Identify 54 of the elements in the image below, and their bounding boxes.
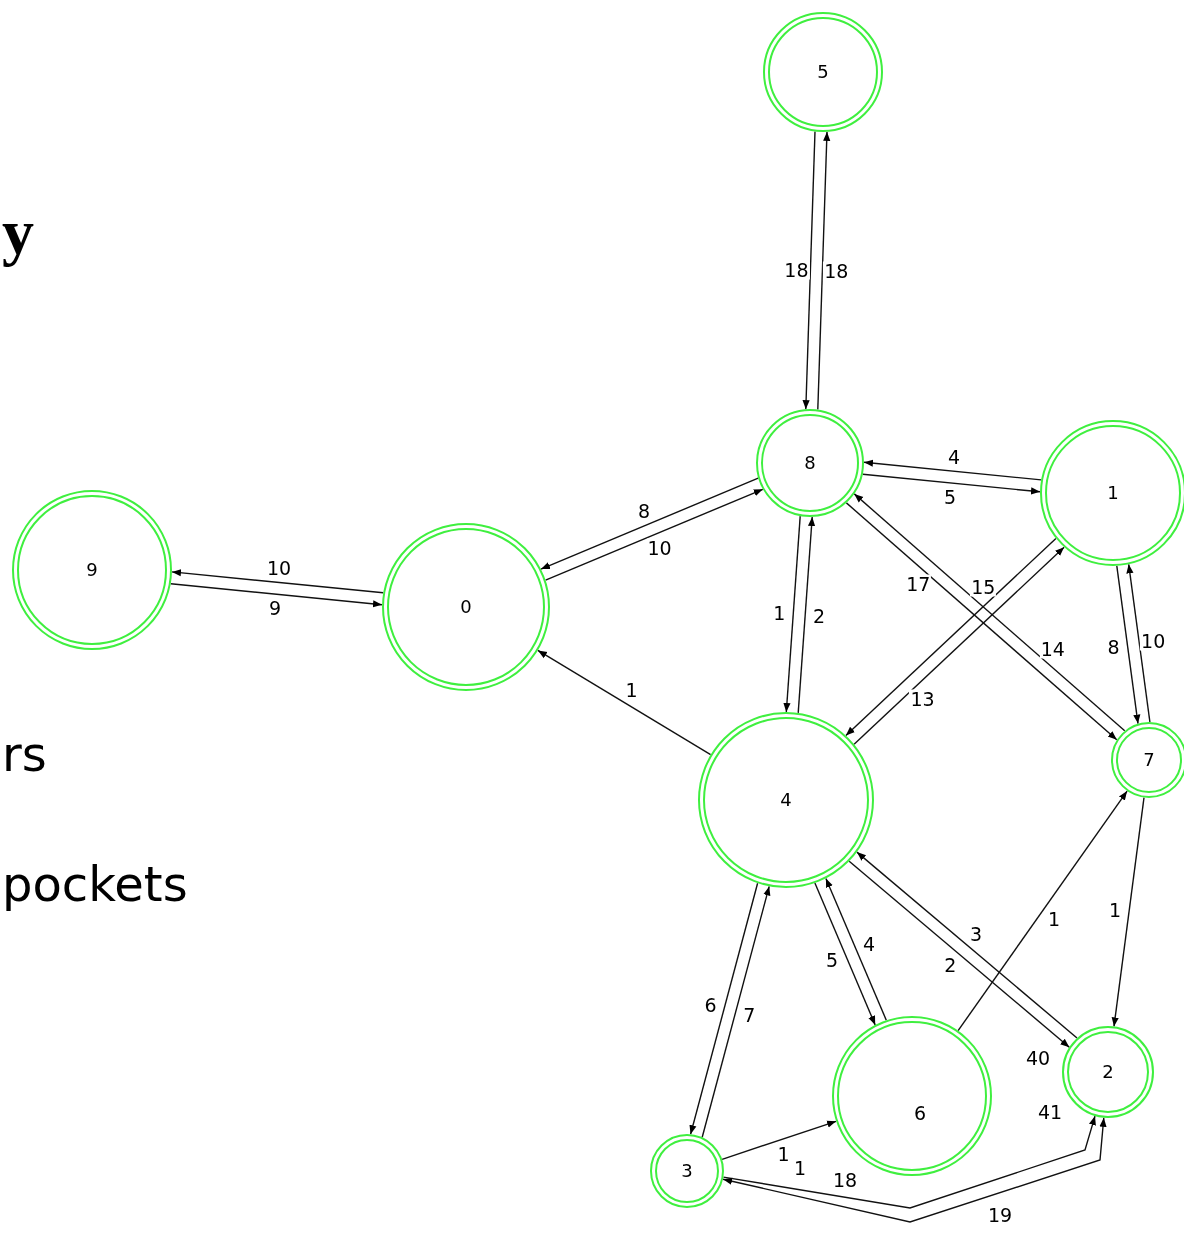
arrow — [862, 473, 1041, 495]
arrow — [783, 515, 801, 713]
edge-label: 8 — [637, 501, 652, 521]
edge-label: 13 — [909, 689, 936, 709]
text-label: rs — [2, 730, 47, 778]
edge-label: 2 — [812, 606, 827, 626]
arrow — [814, 882, 876, 1026]
edge-label: 4 — [861, 934, 876, 954]
arrow — [722, 1117, 1107, 1223]
edge-label: 4 — [946, 447, 961, 467]
arrow — [1116, 565, 1141, 725]
edge-label: 2 — [943, 955, 958, 975]
edge-label: 18 — [823, 261, 850, 281]
arrow — [856, 851, 1078, 1039]
edge-label: 5 — [943, 487, 958, 507]
arrow — [540, 477, 759, 570]
edge-label: 1 — [776, 1144, 791, 1164]
edge-label: 3 — [968, 924, 984, 944]
text-label: 40 — [1025, 1048, 1051, 1068]
arrow — [817, 131, 831, 411]
edge-label: 5 — [825, 950, 840, 969]
arrow — [701, 885, 771, 1138]
edge-label: 10 — [1140, 631, 1167, 651]
edge-label: 1 — [624, 680, 639, 700]
arrow — [722, 1115, 1096, 1209]
edge-label: 9 — [268, 598, 283, 618]
arrow — [957, 790, 1128, 1032]
arrow — [170, 583, 383, 608]
arrow — [544, 488, 764, 581]
edge-label: 1 — [1047, 909, 1062, 929]
text-label: 6 — [913, 1103, 927, 1123]
edge-label: 1 — [1108, 900, 1123, 920]
edge-label: 10 — [646, 538, 673, 558]
arrow — [171, 569, 384, 594]
text-label: 1 — [793, 1158, 807, 1178]
edge-label: 8 — [1106, 637, 1121, 657]
arrow — [689, 882, 759, 1135]
edge-label: 14 — [1039, 639, 1066, 659]
arrow — [721, 1120, 837, 1160]
arrow — [537, 649, 712, 756]
text-label: 41 — [1037, 1102, 1063, 1122]
edge-label: 7 — [742, 1005, 757, 1025]
edge-label: 1 — [772, 603, 787, 623]
arrow — [1111, 797, 1145, 1028]
arrow — [1126, 563, 1151, 723]
edge-label: 17 — [905, 574, 932, 594]
edge-label: 15 — [970, 577, 997, 597]
arrow — [802, 130, 816, 410]
arrow — [848, 860, 1070, 1048]
edge-label: 18 — [783, 260, 810, 280]
arrow — [797, 516, 816, 714]
arrow — [863, 459, 1042, 481]
arrow — [825, 877, 887, 1021]
edge-label: 6 — [703, 995, 718, 1015]
